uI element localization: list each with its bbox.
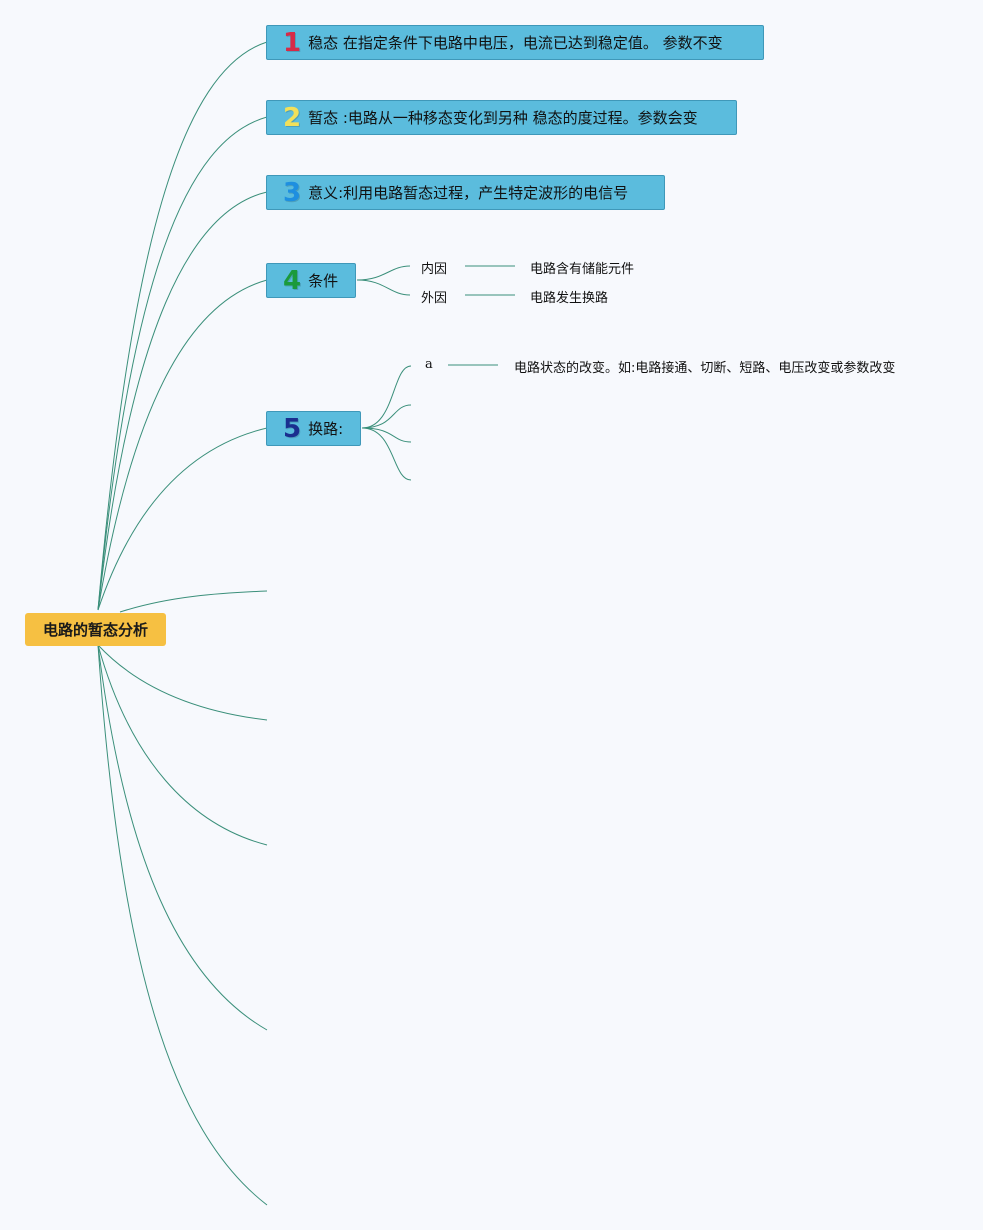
edge-root-empty10: [97, 644, 268, 1206]
edge-switch-d: [361, 427, 412, 481]
edge-root-topic5: [97, 427, 268, 611]
edge-root-topic2: [97, 116, 268, 611]
topic-label: 暂态 :电路从一种移态变化到另种 稳态的度过程。参数会变: [308, 109, 698, 127]
topic-conditions[interactable]: 4 条件: [266, 263, 356, 298]
root-label: 电路的暂态分析: [42, 621, 148, 639]
edge-root-empty8: [97, 644, 268, 846]
topic-label: 条件: [308, 272, 339, 290]
edge-cond-external: [356, 279, 411, 296]
edge-root-topic4: [97, 279, 268, 611]
topic-significance[interactable]: 3 意义:利用电路暂态过程，产生特定波形的电信号: [266, 175, 665, 210]
topic-steady-state[interactable]: 1 稳态 在指定条件下电路中电压，电流已达到稳定值。 参数不变: [266, 25, 764, 60]
edge-root-empty6: [119, 590, 268, 613]
number-5-icon: 5: [283, 413, 302, 444]
topic-transient-state[interactable]: 2 暂态 :电路从一种移态变化到另种 稳态的度过程。参数会变: [266, 100, 737, 135]
subtopic-switch-a-detail[interactable]: 电路状态的改变。如:电路接通、切断、短路、电压改变或参数改变: [514, 361, 896, 376]
topic-label: 换路:: [308, 420, 344, 438]
edge-root-empty7: [97, 644, 268, 721]
number-1-icon: 1: [283, 27, 302, 58]
subtopic-external-cause[interactable]: 外因: [421, 291, 448, 306]
root-topic[interactable]: 电路的暂态分析: [25, 613, 166, 646]
edge-root-topic1: [97, 41, 268, 611]
edge-switch-b: [361, 404, 412, 429]
subtopic-internal-detail[interactable]: 电路含有储能元件: [530, 262, 635, 277]
topic-label: 稳态 在指定条件下电路中电压，电流已达到稳定值。 参数不变: [308, 34, 723, 52]
edge-root-topic3: [97, 191, 268, 611]
number-4-icon: 4: [283, 265, 302, 296]
edge-switch-a: [361, 365, 412, 429]
subtopic-internal-cause[interactable]: 内因: [421, 262, 448, 277]
topic-switching[interactable]: 5 换路:: [266, 411, 361, 446]
edge-switch-c: [361, 427, 412, 443]
edge-cond-internal: [356, 265, 411, 281]
subtopic-switch-a[interactable]: a: [425, 357, 433, 372]
topic-label: 意义:利用电路暂态过程，产生特定波形的电信号: [308, 184, 629, 202]
number-3-icon: 3: [283, 177, 302, 208]
subtopic-external-detail[interactable]: 电路发生换路: [530, 291, 609, 306]
number-2-icon: 2: [283, 102, 302, 133]
edge-root-empty9: [97, 644, 268, 1031]
